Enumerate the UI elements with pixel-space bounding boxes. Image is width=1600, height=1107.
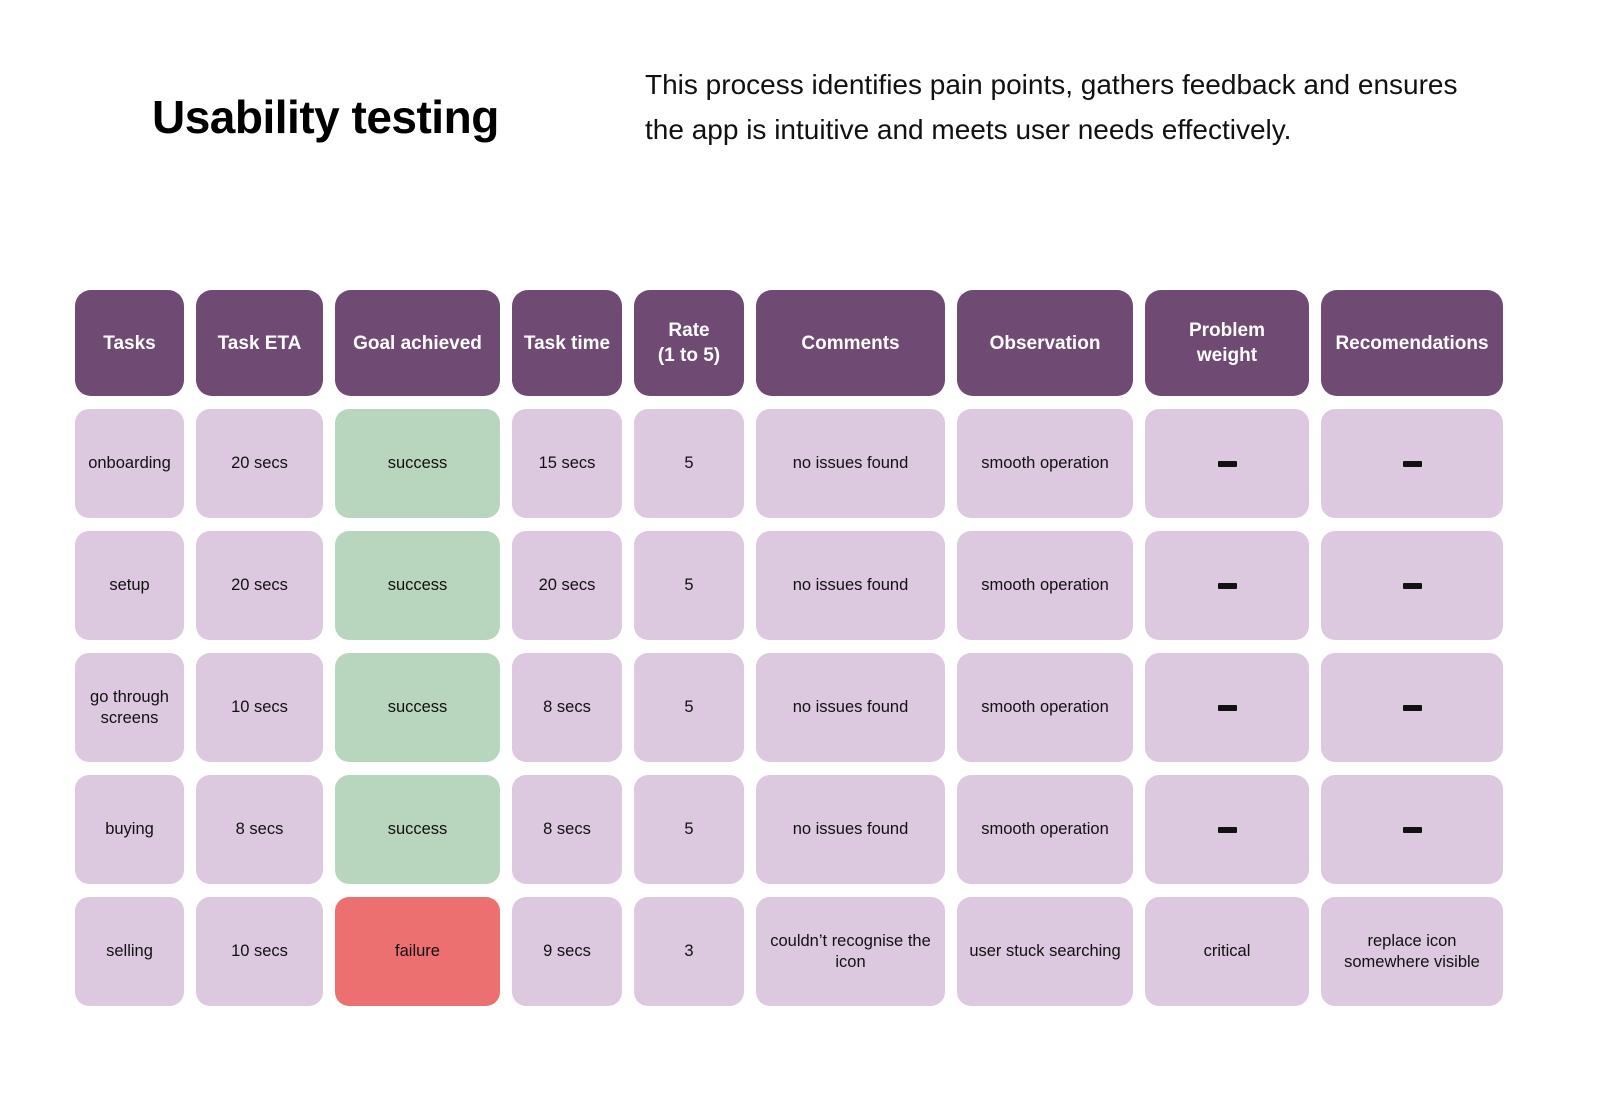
- cell-goal-achieved: success: [335, 409, 500, 518]
- column-header-comments: Comments: [756, 290, 945, 396]
- column-header-problem-weight-line1: Problem: [1188, 320, 1266, 341]
- cell-rate: 5: [634, 409, 744, 518]
- cell-comments: couldn’t recognise the icon: [756, 897, 945, 1006]
- cell-task-name: buying: [75, 775, 184, 884]
- cell-task-name: go through screens: [75, 653, 184, 762]
- cell-recomendations: [1321, 409, 1503, 518]
- cell-task-name: onboarding: [75, 409, 184, 518]
- page-description: This process identifies pain points, gat…: [645, 69, 1458, 145]
- cell-recomendations: [1321, 531, 1503, 640]
- cell-comments: no issues found: [756, 531, 945, 640]
- column-header-tasks: Tasks: [75, 290, 184, 396]
- cell-goal-achieved: success: [335, 775, 500, 884]
- table-header-row: Tasks Task ETA Goal achieved Task time R…: [75, 290, 1503, 396]
- column-header-rate-line2: (1 to 5): [657, 345, 721, 366]
- page-title: Usability testing: [152, 91, 499, 143]
- cell-task-eta: 8 secs: [196, 775, 323, 884]
- cell-rate: 5: [634, 531, 744, 640]
- cell-task-eta: 10 secs: [196, 897, 323, 1006]
- cell-observation: smooth operation: [957, 775, 1133, 884]
- column-header-problem-weight: Problem weight: [1145, 290, 1309, 396]
- cell-comments: no issues found: [756, 653, 945, 762]
- cell-rate: 5: [634, 775, 744, 884]
- cell-task-eta: 10 secs: [196, 653, 323, 762]
- cell-recomendations: replace icon somewhere visible: [1321, 897, 1503, 1006]
- cell-observation: user stuck searching: [957, 897, 1133, 1006]
- cell-task-name: setup: [75, 531, 184, 640]
- column-header-task-eta: Task ETA: [196, 290, 323, 396]
- cell-observation: smooth operation: [957, 653, 1133, 762]
- cell-observation: smooth operation: [957, 409, 1133, 518]
- cell-task-eta: 20 secs: [196, 531, 323, 640]
- cell-recomendations: [1321, 775, 1503, 884]
- empty-dash-icon: [1217, 826, 1237, 833]
- cell-problem-weight: [1145, 409, 1309, 518]
- cell-recomendations: [1321, 653, 1503, 762]
- column-header-goal-achieved: Goal achieved: [335, 290, 500, 396]
- cell-problem-weight: [1145, 775, 1309, 884]
- empty-dash-icon: [1217, 460, 1237, 467]
- cell-task-name: selling: [75, 897, 184, 1006]
- column-header-task-time: Task time: [512, 290, 622, 396]
- cell-task-time: 9 secs: [512, 897, 622, 1006]
- cell-rate: 3: [634, 897, 744, 1006]
- cell-problem-weight: [1145, 653, 1309, 762]
- cell-goal-achieved: success: [335, 653, 500, 762]
- cell-task-time: 8 secs: [512, 775, 622, 884]
- cell-task-time: 15 secs: [512, 409, 622, 518]
- page-header: Usability testing This process identifie…: [0, 0, 1600, 250]
- empty-dash-icon: [1217, 582, 1237, 589]
- column-header-observation: Observation: [957, 290, 1133, 396]
- empty-dash-icon: [1402, 826, 1422, 833]
- column-header-rate-line1: Rate: [668, 320, 710, 341]
- column-header-rate: Rate (1 to 5): [634, 290, 744, 396]
- cell-comments: no issues found: [756, 775, 945, 884]
- column-header-problem-weight-line2: weight: [1196, 345, 1258, 366]
- cell-problem-weight: critical: [1145, 897, 1309, 1006]
- cell-comments: no issues found: [756, 409, 945, 518]
- cell-task-time: 8 secs: [512, 653, 622, 762]
- cell-task-time: 20 secs: [512, 531, 622, 640]
- cell-rate: 5: [634, 653, 744, 762]
- empty-dash-icon: [1402, 582, 1422, 589]
- cell-goal-achieved: success: [335, 531, 500, 640]
- usability-testing-table: Tasks Task ETA Goal achieved Task time R…: [75, 290, 1503, 1019]
- cell-goal-achieved: failure: [335, 897, 500, 1006]
- cell-task-eta: 20 secs: [196, 409, 323, 518]
- column-header-recomendations: Recomendations: [1321, 290, 1503, 396]
- empty-dash-icon: [1402, 704, 1422, 711]
- empty-dash-icon: [1217, 704, 1237, 711]
- cell-observation: smooth operation: [957, 531, 1133, 640]
- cell-problem-weight: [1145, 531, 1309, 640]
- empty-dash-icon: [1402, 460, 1422, 467]
